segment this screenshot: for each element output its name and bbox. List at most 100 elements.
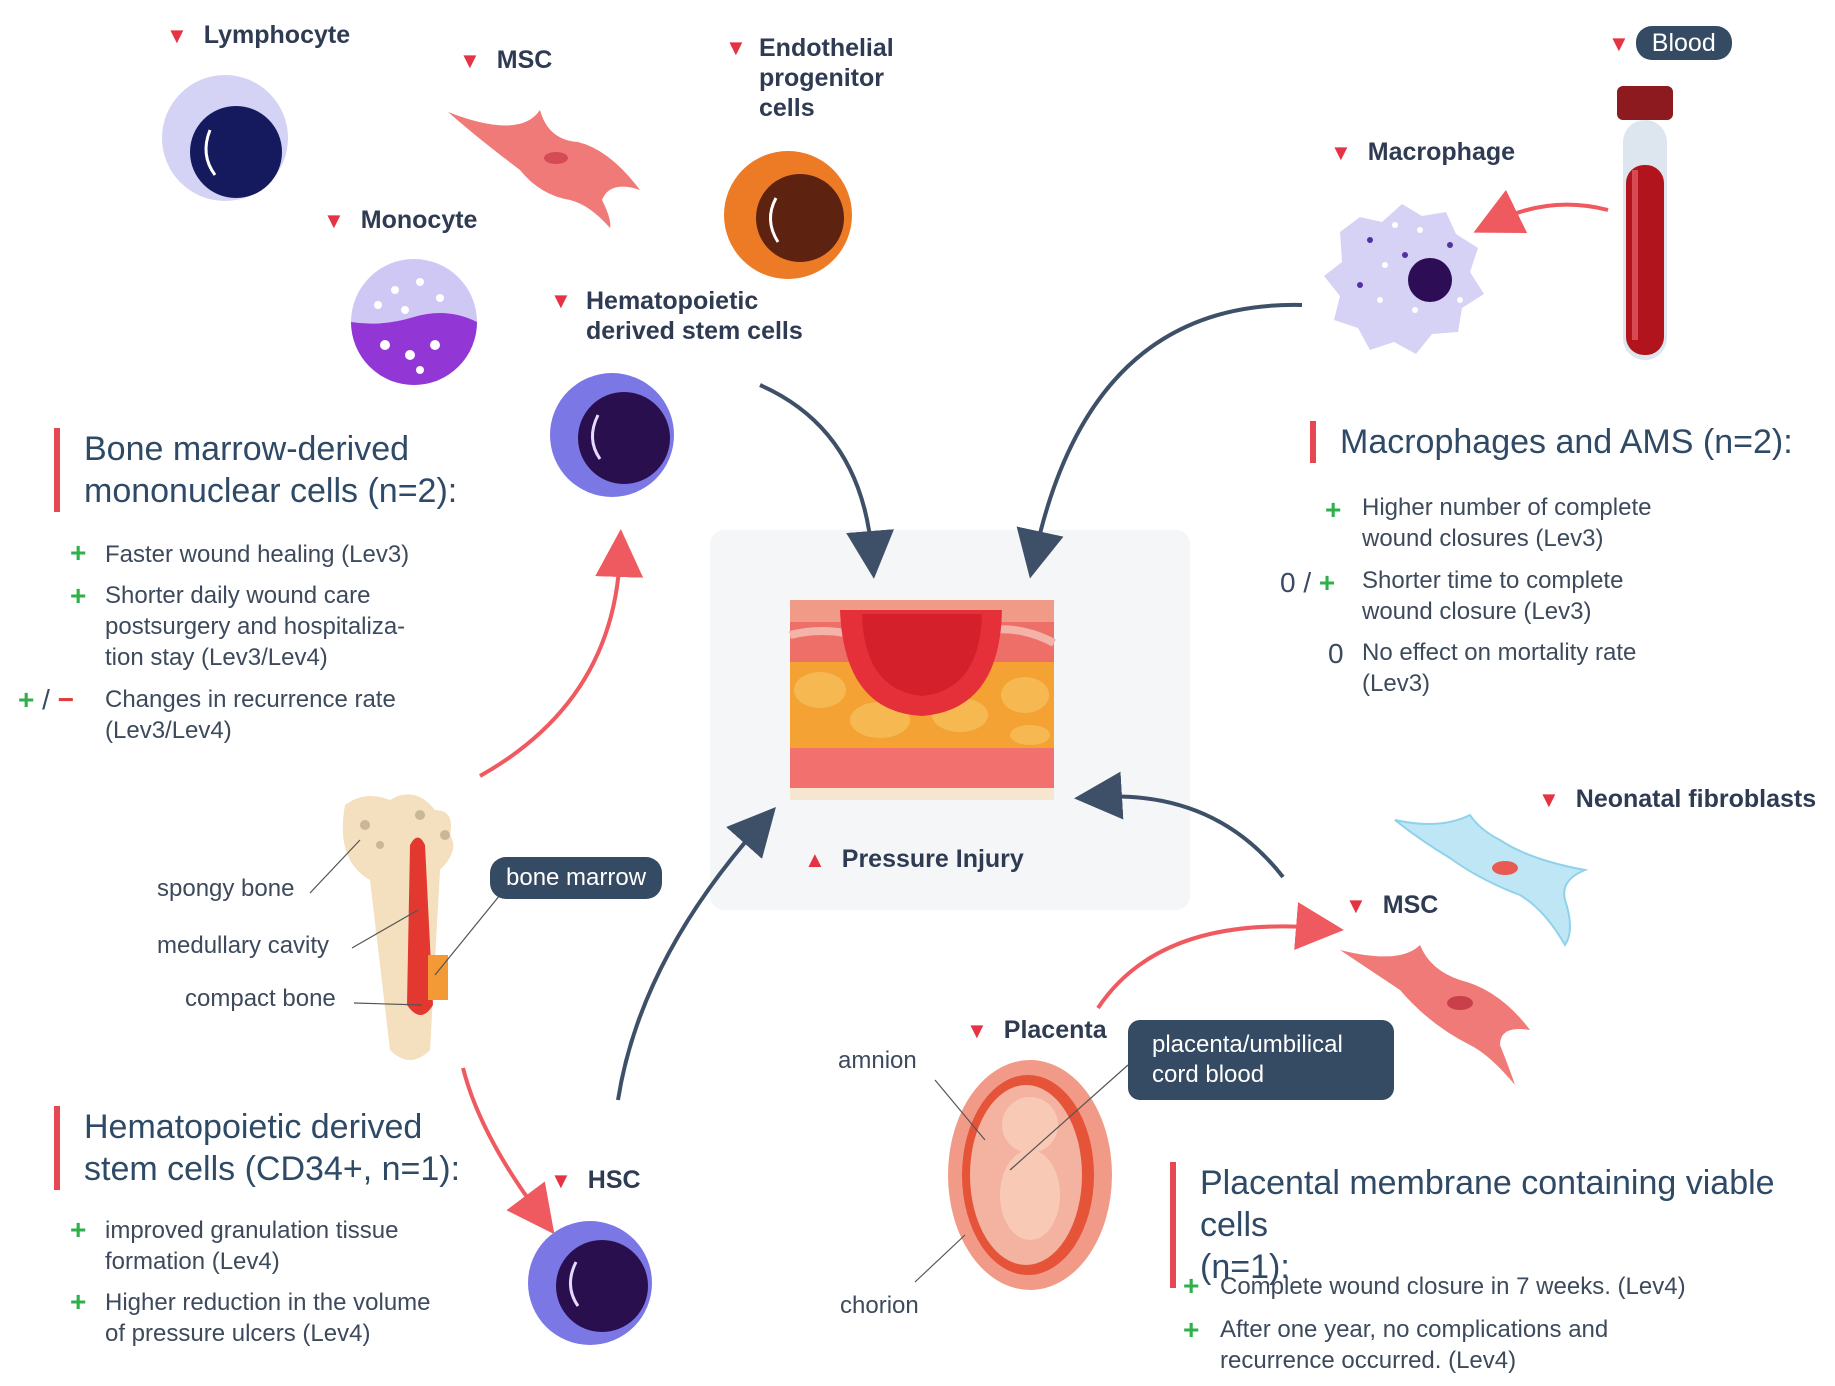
hsc-item-2: Higher reduction in the volume of pressu… <box>105 1287 431 1349</box>
hsc-item-1-line-1: improved granulation tissue <box>105 1217 399 1244</box>
bone-icon <box>309 794 501 1060</box>
down-triangle-icon: ▼ <box>1330 140 1352 165</box>
plus-icon: + <box>70 1214 87 1245</box>
compact-bone-label: compact bone <box>185 985 336 1012</box>
msc-top-cell-icon <box>448 110 640 228</box>
macro-heading-line-1: Macrophages and AMS (n=2): <box>1340 423 1793 461</box>
zero-icon: 0 <box>1280 567 1296 598</box>
arrow-bone-to-bmmc <box>479 529 644 778</box>
down-triangle-icon: ▼ <box>1345 893 1367 918</box>
placenta-umbilical-tag: placenta/umbilical cord blood <box>1128 1020 1394 1100</box>
hematopoietic-line-1: Hematopoietic <box>586 287 759 315</box>
arrow-blood-to-macrophage <box>1473 189 1609 233</box>
bmmc-item-2: Shorter daily wound care postsurgery and… <box>105 580 405 673</box>
blood-label: ▼Blood <box>1608 26 1732 60</box>
down-triangle-icon: ▼ <box>166 23 188 48</box>
msc-right-label: ▼MSC <box>1345 891 1439 919</box>
hsc-item-2-line-1: Higher reduction in the volume <box>105 1289 431 1316</box>
macro-item-1-line-1: Higher number of complete <box>1362 494 1652 521</box>
arrow-hsc-to-injury <box>616 807 776 1101</box>
medullary-cavity-label: medullary cavity <box>157 932 330 959</box>
hsc-item-2-line-2: of pressure ulcers (Lev4) <box>105 1320 371 1347</box>
macro-item-3-line-1: No effect on mortality rate <box>1362 639 1637 666</box>
placental-heading-line-2: (n=1): <box>1200 1248 1290 1286</box>
neonatal-fibroblasts-label: ▼Neonatal fibroblasts <box>1538 785 1817 813</box>
placental-item-2: After one year, no complications and rec… <box>1220 1314 1608 1376</box>
msc-top-label: ▼MSC <box>459 46 553 74</box>
plus-icon: + <box>18 684 35 715</box>
endothelial-line-1: Endothelial <box>759 34 894 62</box>
hematopoietic-label: ▼ Hematopoietic derived stem cells <box>550 286 803 346</box>
blood-tag: Blood <box>1635 26 1732 60</box>
lymphocyte-cell-icon <box>162 75 288 201</box>
hsc-label: ▼HSC <box>550 1166 641 1194</box>
hsc-cell-icon <box>528 1221 652 1345</box>
placenta-tag-line-2: cord blood <box>1152 1061 1265 1088</box>
bmmc-item-3: Changes in recurrence rate (Lev3/Lev4) <box>105 684 396 746</box>
neutral-or-positive-icon: 0 / + <box>1280 567 1335 598</box>
msc-right-cell-icon <box>1340 945 1530 1085</box>
up-triangle-icon: ▲ <box>804 847 826 872</box>
hsc-heading: Hematopoietic derived stem cells (CD34+,… <box>54 1106 460 1190</box>
placental-heading: Placental membrane containing viable cel… <box>1170 1162 1835 1288</box>
placental-item-1: Complete wound closure in 7 weeks. (Lev4… <box>1220 1271 1686 1302</box>
arrow-bone-to-hsc <box>461 1067 555 1235</box>
bmmc-item-3-line-1: Changes in recurrence rate <box>105 686 396 713</box>
hsc-item-1: improved granulation tissue formation (L… <box>105 1215 399 1277</box>
placental-item-1-line: Complete wound closure in 7 weeks. (Lev4… <box>1220 1273 1686 1300</box>
plus-icon: + <box>1325 494 1342 525</box>
macro-heading: Macrophages and AMS (n=2): <box>1310 421 1793 463</box>
arrow-hematopoietic-to-injury <box>759 383 894 579</box>
plus-icon: + <box>1183 1314 1200 1345</box>
down-triangle-icon: ▼ <box>550 1168 572 1193</box>
hematopoietic-stem-cell-icon <box>550 373 674 497</box>
slash-icon: / <box>1303 567 1312 598</box>
macro-item-2-line-2: wound closure (Lev3) <box>1362 598 1592 625</box>
bmmc-item-3-line-2: (Lev3/Lev4) <box>105 717 232 744</box>
mixed-effect-icon: + / − <box>18 684 74 715</box>
arrow-macrophage-to-injury <box>1016 302 1303 579</box>
monocyte-cell-icon <box>351 259 477 385</box>
down-triangle-icon: ▼ <box>459 48 481 73</box>
bmmc-item-1: Faster wound healing (Lev3) <box>105 539 409 570</box>
macro-item-1: Higher number of complete wound closures… <box>1362 492 1651 554</box>
plus-icon: + <box>70 537 87 568</box>
pressure-injury-skin-icon <box>789 600 1056 800</box>
down-triangle-icon: ▼ <box>966 1018 988 1043</box>
endothelial-line-3: cells <box>759 94 815 122</box>
placental-item-2-line-1: After one year, no complications and <box>1220 1316 1609 1343</box>
spongy-bone-label: spongy bone <box>157 875 295 902</box>
arrow-placenta-to-msc <box>1096 902 1344 1010</box>
chorion-label: chorion <box>840 1292 919 1319</box>
bmmc-item-2-line-2: postsurgery and hospitaliza- <box>105 613 406 640</box>
macro-item-3-line-2: (Lev3) <box>1362 670 1431 697</box>
amnion-label: amnion <box>838 1047 917 1074</box>
hsc-item-1-line-2: formation (Lev4) <box>105 1248 280 1275</box>
down-triangle-icon: ▼ <box>550 288 572 313</box>
placental-item-2-line-2: recurrence occurred. (Lev4) <box>1220 1347 1517 1374</box>
bmmc-heading-line-2: mononuclear cells (n=2): <box>84 472 458 510</box>
plus-icon: + <box>1183 1270 1200 1301</box>
down-triangle-icon: ▼ <box>725 35 747 60</box>
placental-heading-line-1: Placental membrane containing viable cel… <box>1200 1164 1775 1244</box>
macro-item-3: No effect on mortality rate (Lev3) <box>1362 637 1636 699</box>
endothelial-progenitor-cell-icon <box>724 151 852 279</box>
bmmc-heading-line-1: Bone marrow-derived <box>84 430 410 468</box>
placenta-label: ▼Placenta <box>966 1016 1107 1044</box>
down-triangle-icon: ▼ <box>1608 31 1630 56</box>
neonatal-fibroblast-icon <box>1394 813 1589 947</box>
bone-marrow-tag: bone marrow <box>490 857 663 899</box>
lymphocyte-label: ▼Lymphocyte <box>166 21 351 49</box>
blood-tube-icon <box>1617 86 1673 360</box>
placenta-tag-line-1: placenta/umbilical <box>1152 1031 1343 1058</box>
hsc-heading-line-2: stem cells (CD34+, n=1): <box>84 1150 461 1188</box>
monocyte-label: ▼Monocyte <box>323 206 478 234</box>
bmmc-heading: Bone marrow-derived mononuclear cells (n… <box>54 428 457 512</box>
placenta-fetus-icon <box>914 1060 1129 1290</box>
slash-icon: / <box>42 684 50 715</box>
zero-icon: 0 <box>1328 638 1344 669</box>
macrophage-label: ▼Macrophage <box>1330 138 1516 166</box>
plus-icon: + <box>70 580 87 611</box>
bmmc-item-2-line-1: Shorter daily wound care <box>105 582 371 609</box>
